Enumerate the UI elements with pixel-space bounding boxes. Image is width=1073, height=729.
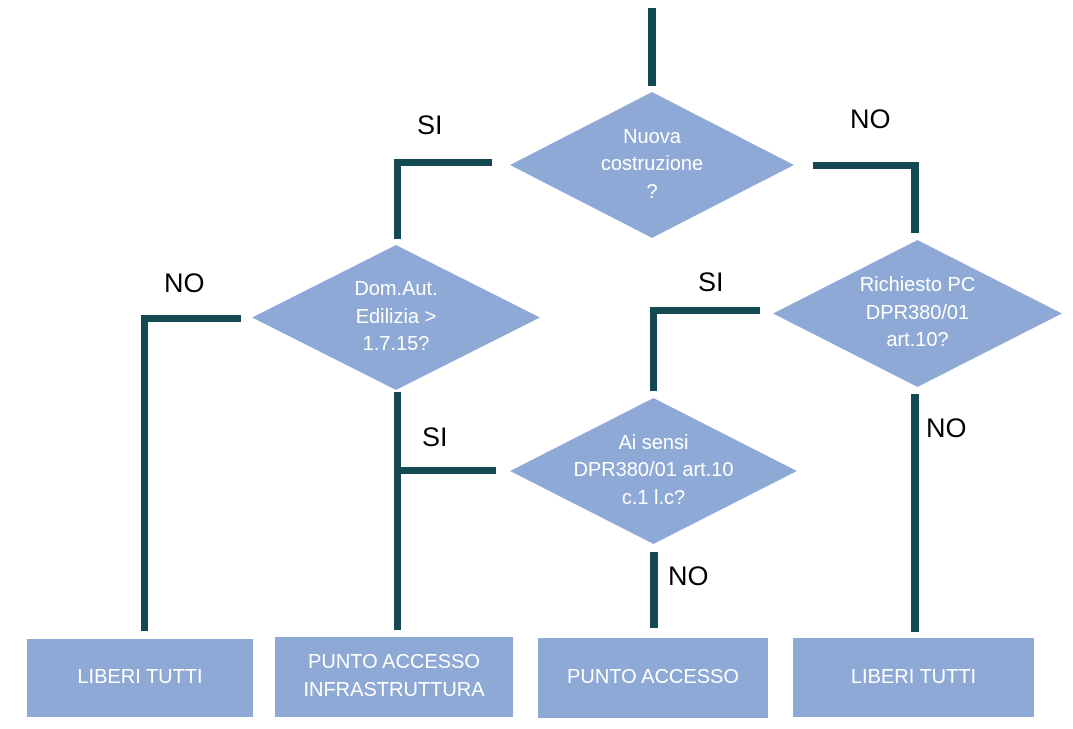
edge-label-richiesto-si: SI <box>698 267 724 297</box>
outcome-punto-accesso-infrastruttura: PUNTO ACCESSO INFRASTRUTTURA <box>275 637 513 717</box>
connector-domaut-no-vertical <box>141 315 148 631</box>
decision-nuova-costruzione: Nuova costruzione ? <box>510 92 794 238</box>
connector-aisensi-no-down <box>650 552 658 628</box>
edge-label-nuova-si: SI <box>417 110 443 140</box>
connector-richiesto-si-horizontal <box>650 307 760 314</box>
decision-dom-aut-edilizia-label: Dom.Aut. Edilizia > 1.7.15? <box>354 278 438 356</box>
connector-nuova-no-horizontal <box>813 162 917 169</box>
connector-nuova-si-vertical <box>394 159 401 239</box>
connector-richiesto-si-vertical <box>650 307 657 391</box>
decision-dom-aut-edilizia: Dom.Aut. Edilizia > 1.7.15? <box>252 245 540 390</box>
connector-start-down <box>648 8 656 86</box>
decision-ai-sensi-dpr380: Ai sensi DPR380/01 art.10 c.1 l.c? <box>510 398 797 544</box>
connector-domaut-down <box>394 392 401 630</box>
outcome-punto-accesso-infrastruttura-label: PUNTO ACCESSO INFRASTRUTTURA <box>303 651 485 701</box>
decision-richiesto-pc: Richiesto PC DPR380/01 art.10? <box>773 240 1062 387</box>
outcome-liberi-tutti-left-label: LIBERI TUTTI <box>77 666 203 689</box>
edge-label-aisensi-no: NO <box>668 561 709 591</box>
edge-label-richiesto-no: NO <box>926 413 967 443</box>
outcome-punto-accesso: PUNTO ACCESSO <box>538 638 768 718</box>
outcome-liberi-tutti-right-label: LIBERI TUTTI <box>850 665 977 688</box>
outcome-liberi-tutti-left: LIBERI TUTTI <box>27 639 253 717</box>
outcome-liberi-tutti-right: LIBERI TUTTI <box>793 638 1034 717</box>
edge-label-aisensi-si: SI <box>422 422 448 452</box>
connector-domaut-no-horizontal <box>141 315 241 322</box>
decision-ai-sensi-dpr380-label: Ai sensi DPR380/01 art.10 c.1 l.c? <box>573 431 734 509</box>
connector-nuova-si-horizontal <box>394 159 492 166</box>
connector-richiesto-no-down <box>911 394 919 632</box>
connector-aisensi-si-horizontal <box>398 467 496 474</box>
edge-label-nuova-no: NO <box>850 104 891 134</box>
edge-label-domaut-no: NO <box>164 268 205 298</box>
decision-nuova-costruzione-label: Nuova costruzione ? <box>600 125 704 203</box>
connector-nuova-no-vertical <box>911 162 919 233</box>
outcome-punto-accesso-label: PUNTO ACCESSO <box>567 666 739 689</box>
decision-richiesto-pc-label: Richiesto PC DPR380/01 art.10? <box>859 274 976 352</box>
